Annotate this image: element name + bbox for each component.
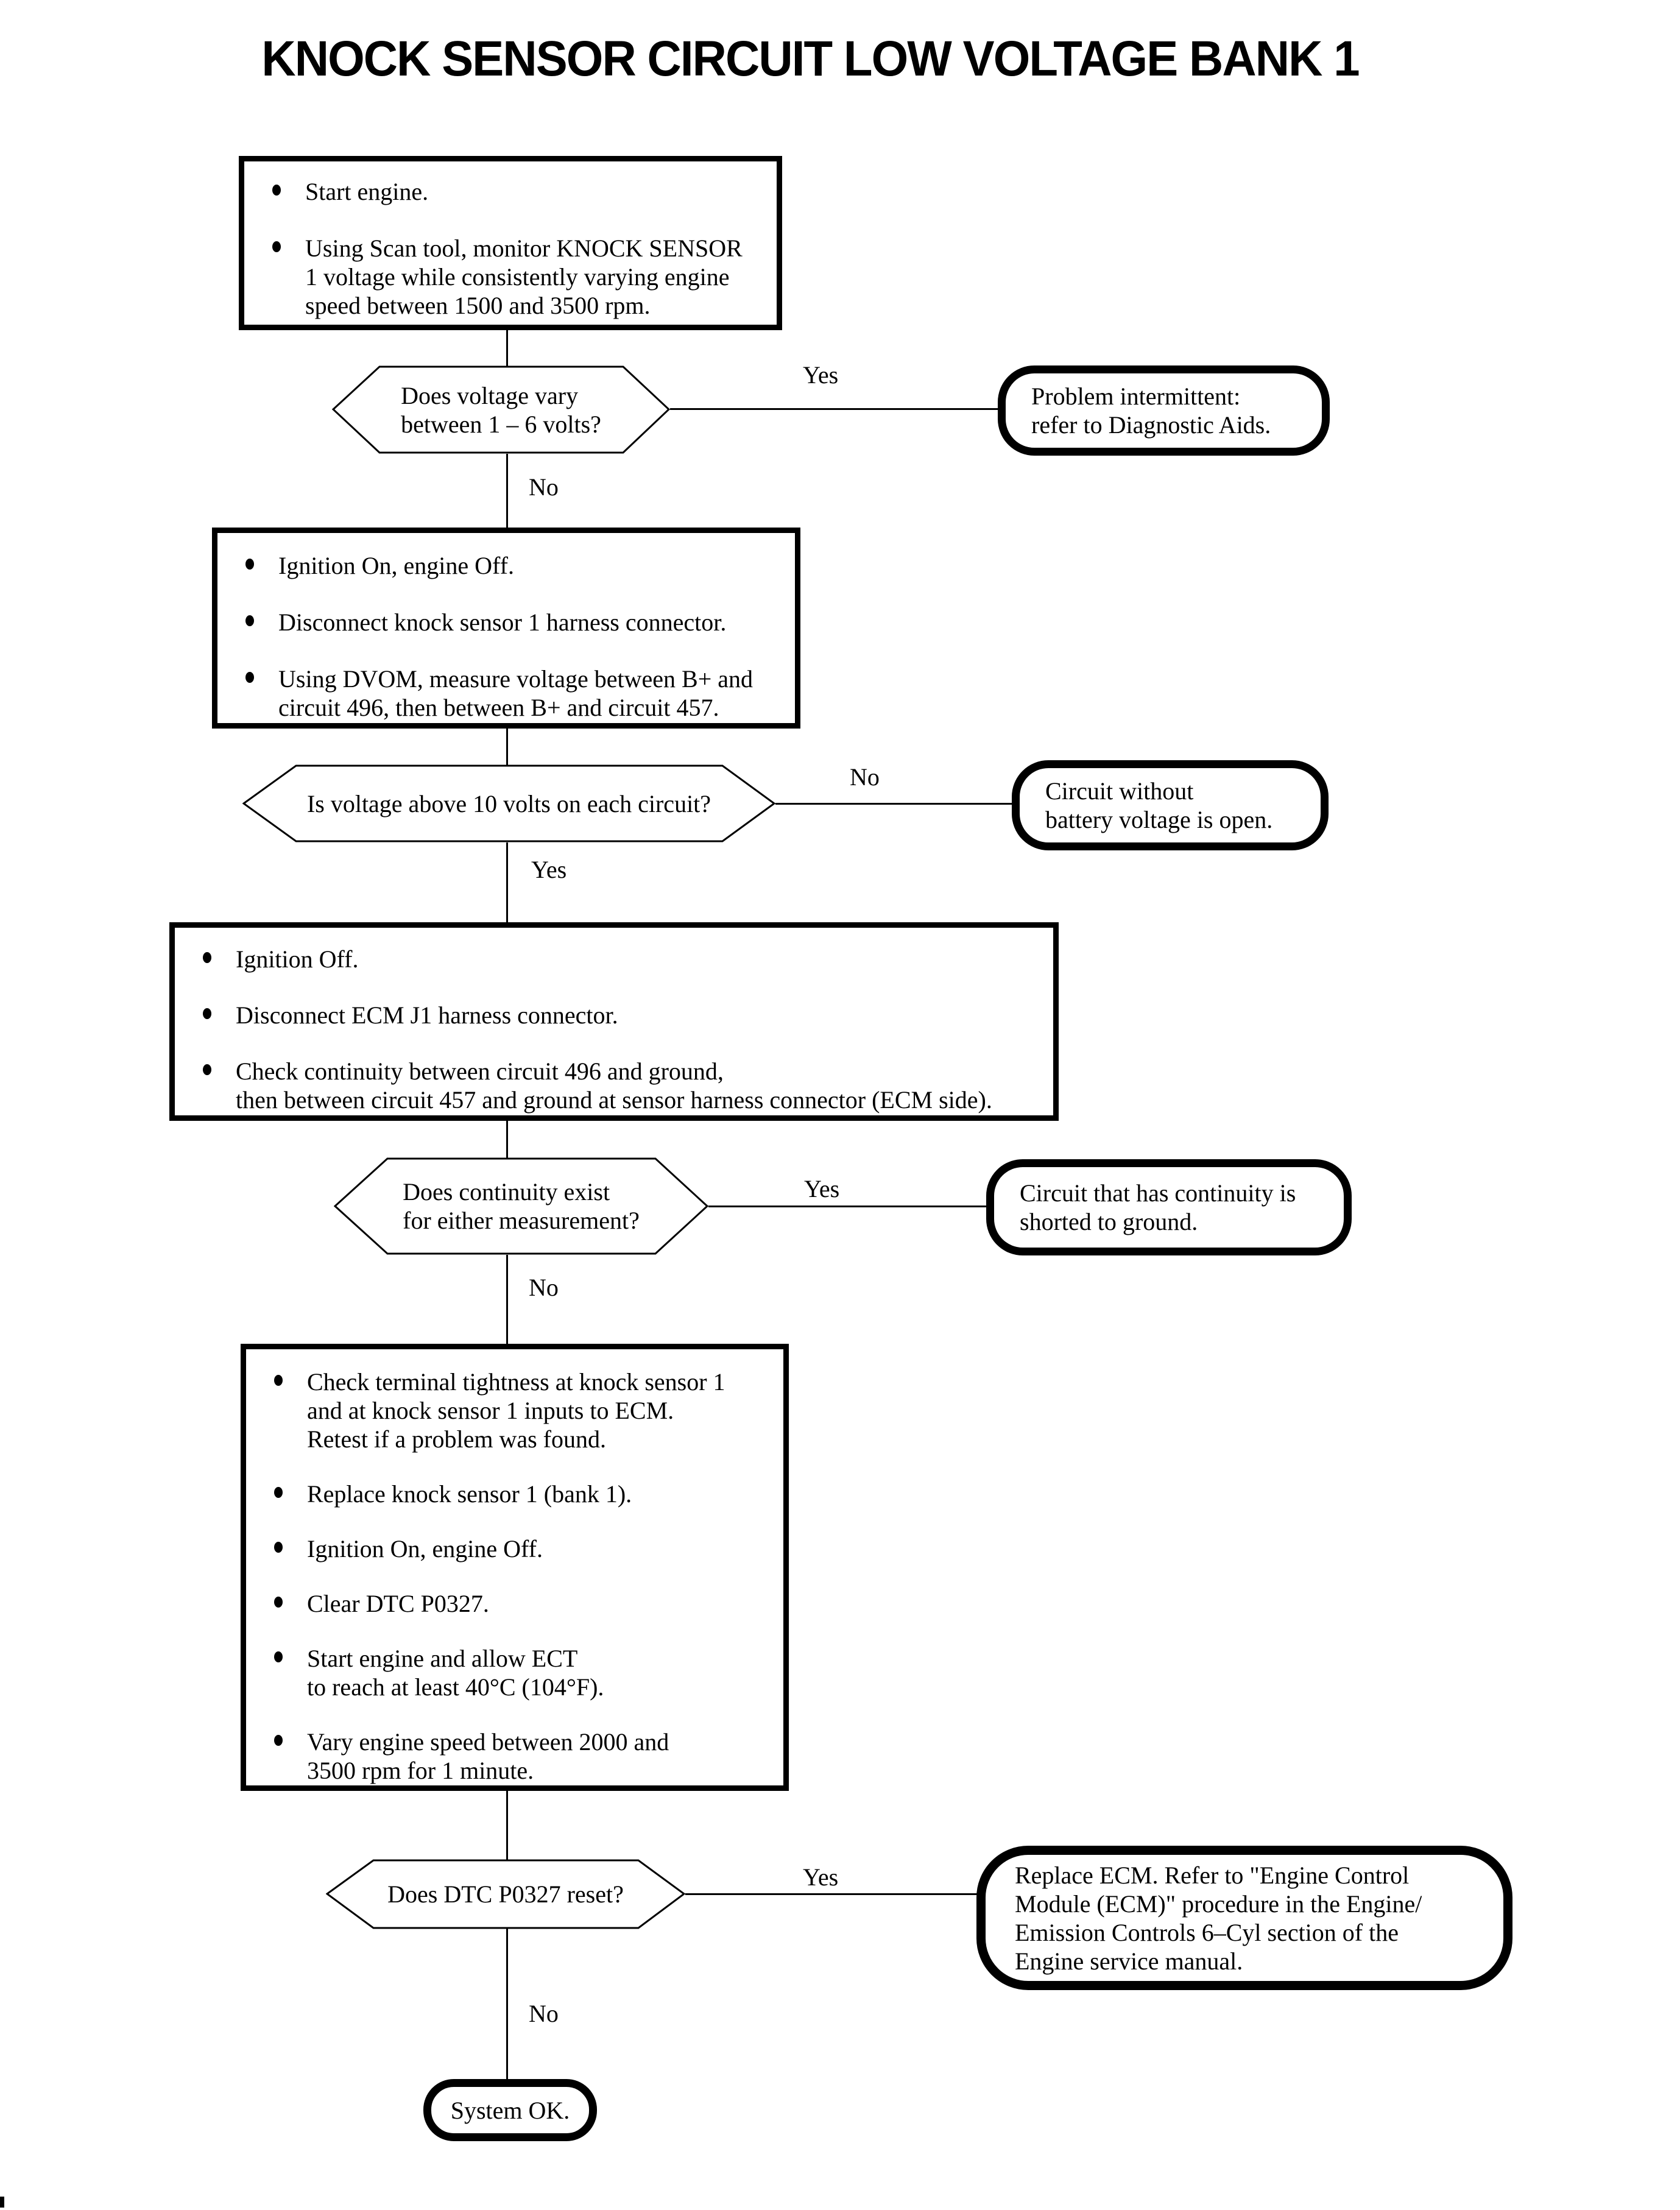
connector-line [685, 1893, 978, 1895]
connector-line [708, 1206, 987, 1207]
step-text: Clear DTC P0327. [307, 1590, 489, 1617]
bullet-icon [245, 615, 254, 626]
yes-label-2: Yes [531, 856, 567, 883]
process-step-4: Check terminal tightness at knock sensor… [241, 1344, 789, 1791]
decision-hexagon-outline [326, 1859, 685, 1929]
terminal-text: Replace ECM. Refer to "Engine Control Mo… [1015, 1861, 1422, 1975]
process-step-2: Ignition On, engine Off. Disconnect knoc… [212, 528, 800, 729]
connector-line [506, 330, 508, 367]
bullet-icon [274, 1651, 283, 1662]
bullet-icon [203, 1008, 211, 1019]
terminal-system-ok: System OK. [423, 2079, 597, 2141]
step-text: Ignition Off. [236, 945, 359, 973]
page-title: KNOCK SENSOR CIRCUIT LOW VOLTAGE BANK 1 [261, 31, 1360, 86]
bullet-icon [245, 559, 254, 570]
step-text: Using DVOM, measure voltage between B+ a… [278, 665, 754, 721]
terminal-shorted-to-ground: Circuit that has continuity is shorted t… [986, 1159, 1352, 1255]
terminal-text: Problem intermittent: refer to Diagnosti… [1031, 383, 1271, 439]
process-step-1: Start engine. Using Scan tool, monitor K… [239, 156, 782, 330]
connector-line [506, 454, 508, 529]
step-item: Start engine. [272, 177, 769, 206]
step-item: Replace knock sensor 1 (bank 1). [274, 1480, 776, 1508]
connector-line [506, 1120, 508, 1159]
step-item: Disconnect ECM J1 harness connector. [203, 1001, 1046, 1029]
decision-3-question: Does continuity exist for either measure… [403, 1178, 640, 1234]
bullet-icon [245, 672, 254, 683]
bullet-icon [274, 1487, 283, 1498]
step-text: Disconnect ECM J1 harness connector. [236, 1001, 618, 1029]
step-item: Clear DTC P0327. [274, 1589, 776, 1618]
step-item: Vary engine speed between 2000 and 3500 … [274, 1728, 776, 1785]
decision-3: Does continuity exist for either measure… [334, 1157, 708, 1255]
bullet-icon [272, 241, 281, 252]
no-label-1: No [529, 473, 559, 501]
step-item: Ignition On, engine Off. [245, 551, 788, 580]
step-text: Start engine. [305, 178, 429, 205]
bullet-icon [274, 1735, 283, 1746]
terminal-circuit-open: Circuit without battery voltage is open. [1012, 760, 1329, 850]
decision-3-question-wrap: Does continuity exist for either measure… [334, 1157, 708, 1255]
scan-artifact [0, 2197, 4, 2208]
connector-line [506, 1790, 508, 1860]
step-item: Start engine and allow ECT to reach at l… [274, 1644, 776, 1701]
no-label-2: No [850, 763, 880, 791]
no-label-4: No [529, 2000, 559, 2027]
step-item: Check terminal tightness at knock sensor… [274, 1368, 776, 1453]
decision-4-question: Does DTC P0327 reset? [387, 1880, 624, 1908]
step-text: Start engine and allow ECT to reach at l… [307, 1645, 604, 1701]
decision-hexagon-outline [242, 764, 775, 842]
step-text: Disconnect knock sensor 1 harness connec… [278, 609, 727, 636]
step-item: Ignition Off. [203, 945, 1046, 973]
connector-line [506, 1255, 508, 1345]
no-label-3: No [529, 1274, 559, 1301]
step-text: Vary engine speed between 2000 and 3500 … [307, 1728, 669, 1784]
terminal-problem-intermittent: Problem intermittent: refer to Diagnosti… [998, 365, 1330, 456]
step-text: Ignition On, engine Off. [278, 552, 514, 579]
connector-line [506, 1928, 508, 2080]
decision-1: Does voltage vary between 1 – 6 volts? [332, 365, 670, 454]
step-item: Using DVOM, measure voltage between B+ a… [245, 665, 788, 722]
yes-label-1: Yes [803, 361, 839, 389]
connector-line [775, 803, 1013, 805]
decision-1-question-wrap: Does voltage vary between 1 – 6 volts? [332, 365, 670, 454]
bullet-icon [203, 1064, 211, 1075]
decision-hexagon-outline [334, 1157, 708, 1255]
bullet-icon [274, 1375, 283, 1386]
step-text: Check continuity between circuit 496 and… [236, 1057, 992, 1114]
decision-2-question-wrap: Is voltage above 10 volts on each circui… [242, 764, 775, 842]
decision-4: Does DTC P0327 reset? [326, 1859, 685, 1929]
decision-2-question: Is voltage above 10 volts on each circui… [306, 789, 711, 817]
step-item: Ignition On, engine Off. [274, 1534, 776, 1563]
decision-1-question: Does voltage vary between 1 – 6 volts? [401, 381, 601, 438]
terminal-text: Circuit without battery voltage is open. [1045, 777, 1273, 833]
terminal-replace-ecm: Replace ECM. Refer to "Engine Control Mo… [976, 1846, 1512, 1990]
process-step-3: Ignition Off. Disconnect ECM J1 harness … [169, 922, 1059, 1121]
terminal-text: System OK. [450, 2096, 570, 2124]
step-text: Using Scan tool, monitor KNOCK SENSOR 1 … [305, 235, 743, 319]
step-text: Ignition On, engine Off. [307, 1535, 543, 1562]
step-text: Replace knock sensor 1 (bank 1). [307, 1480, 632, 1508]
connector-line [506, 842, 508, 923]
decision-2: Is voltage above 10 volts on each circui… [242, 764, 775, 842]
terminal-text: Circuit that has continuity is shorted t… [1020, 1179, 1296, 1235]
yes-label-4: Yes [803, 1863, 839, 1891]
decision-hexagon-outline [332, 365, 670, 454]
yes-label-3: Yes [804, 1175, 840, 1202]
bullet-icon [274, 1542, 283, 1553]
step-text: Check terminal tightness at knock sensor… [307, 1368, 725, 1453]
step-item: Disconnect knock sensor 1 harness connec… [245, 608, 788, 637]
step-item: Check continuity between circuit 496 and… [203, 1057, 1046, 1114]
connector-line [670, 408, 999, 410]
decision-4-question-wrap: Does DTC P0327 reset? [326, 1859, 685, 1929]
bullet-icon [272, 185, 281, 196]
bullet-icon [203, 952, 211, 963]
bullet-icon [274, 1597, 283, 1608]
connector-line [506, 727, 508, 766]
step-item: Using Scan tool, monitor KNOCK SENSOR 1 … [272, 234, 769, 320]
